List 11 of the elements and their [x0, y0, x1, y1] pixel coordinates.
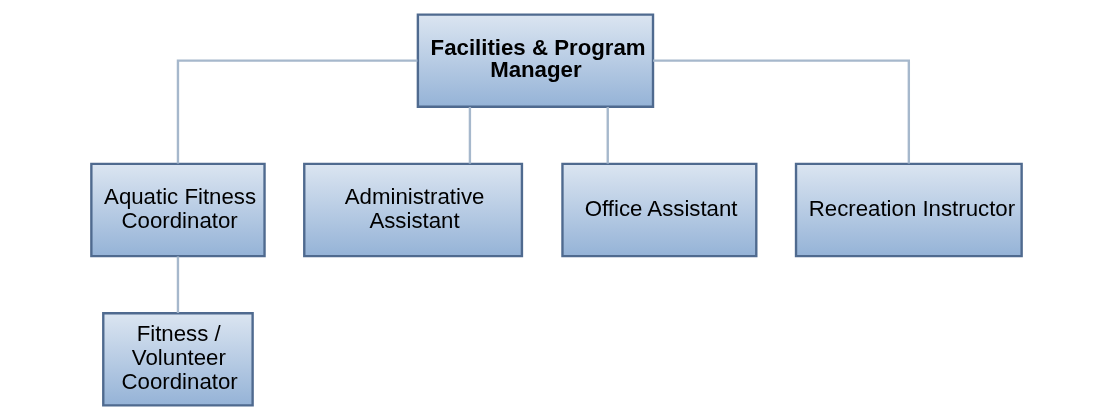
connector	[652, 59, 910, 164]
node-box: Facilities & Program Manager	[416, 13, 654, 108]
connector	[468, 107, 471, 164]
node-box: Recreation Instructor	[794, 162, 1023, 258]
node-box: Fitness / Volunteer Coordinator	[101, 312, 254, 407]
node-box: Office Assistant	[560, 162, 757, 258]
connector	[606, 107, 609, 164]
node-box: Aquatic Fitness Coordinator	[89, 162, 266, 258]
connector	[176, 256, 179, 313]
node-box: Administrative Assistant	[302, 162, 523, 258]
connector	[176, 59, 417, 164]
